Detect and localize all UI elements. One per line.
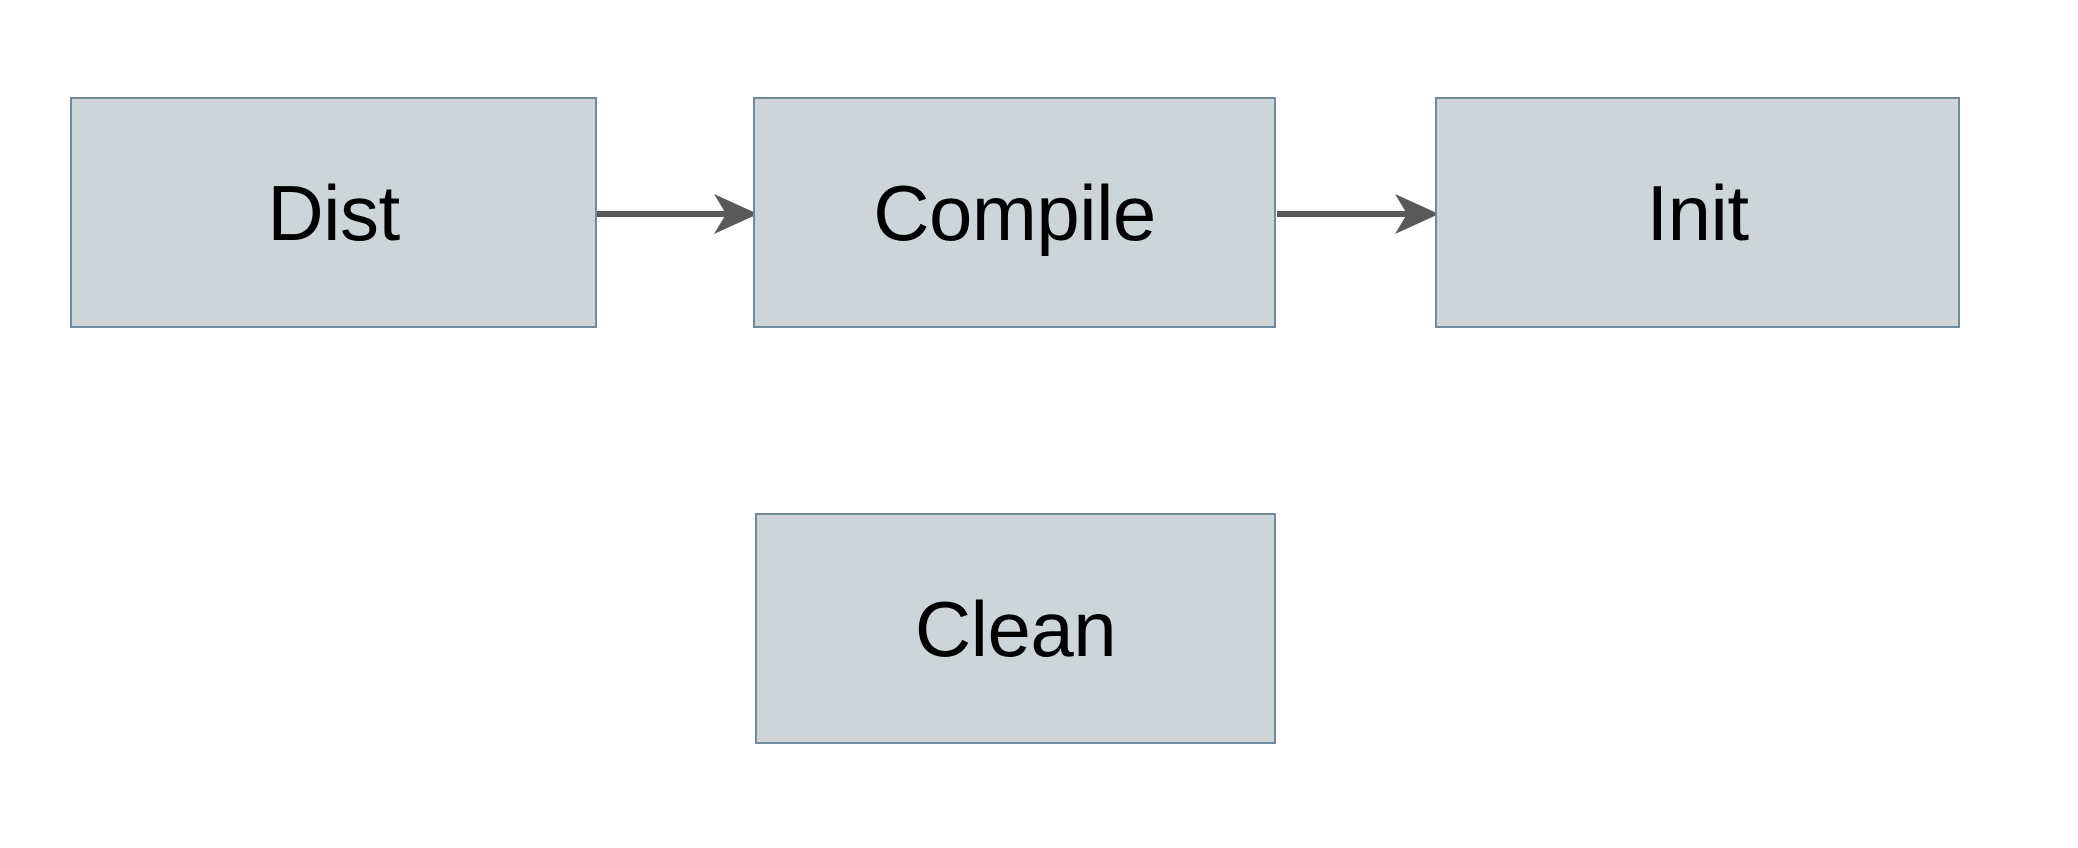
node-dist[interactable]: Dist bbox=[70, 97, 597, 328]
edge-dist-to-compile bbox=[590, 185, 765, 243]
node-dist-label: Dist bbox=[267, 168, 400, 257]
arrow-right-icon bbox=[1277, 194, 1439, 234]
node-compile[interactable]: Compile bbox=[753, 97, 1276, 328]
edge-compile-to-init bbox=[1270, 185, 1445, 243]
node-clean-label: Clean bbox=[914, 584, 1117, 673]
arrow-right-icon bbox=[597, 194, 758, 234]
node-compile-label: Compile bbox=[873, 168, 1156, 257]
node-init[interactable]: Init bbox=[1435, 97, 1960, 328]
node-clean[interactable]: Clean bbox=[755, 513, 1276, 744]
node-init-label: Init bbox=[1646, 168, 1749, 257]
